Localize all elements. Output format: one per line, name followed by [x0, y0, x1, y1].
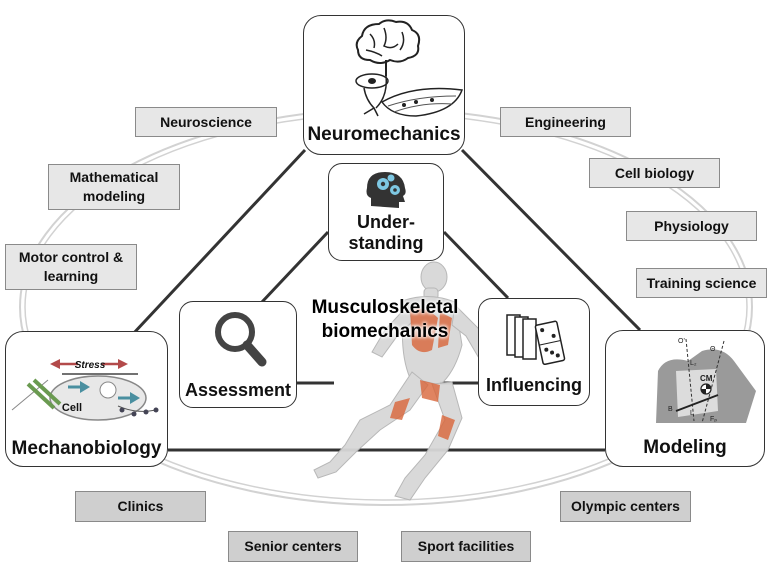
stress-label: Stress — [75, 360, 106, 371]
brain-neuron-muscle-icon — [355, 19, 464, 117]
cell-stress-icon: Stress Cell — [11, 359, 159, 421]
node-influencing: Influencing — [478, 298, 590, 406]
field-training-science-label: Training science — [646, 274, 757, 291]
setting-clinics-label: Clinics — [117, 498, 164, 515]
field-physiology: Physiology — [626, 211, 757, 241]
field-training-science: Training science — [636, 268, 767, 298]
head-gears-icon — [366, 172, 406, 208]
model-label-cm: CM — [700, 374, 713, 383]
field-cell-biology: Cell biology — [589, 158, 720, 188]
setting-senior-centers-label: Senior centers — [244, 538, 342, 555]
node-assessment-label: Assessment — [184, 380, 292, 400]
field-neuroscience: Neuroscience — [135, 107, 277, 137]
node-understanding-label: Under-standing — [348, 212, 424, 253]
setting-sport-facilities: Sport facilities — [401, 531, 531, 562]
node-influencing-label: Influencing — [486, 375, 582, 395]
model-label-o: O' — [678, 338, 685, 345]
triangle-left-edge — [130, 148, 307, 337]
node-neuromechanics-label: Neuromechanics — [307, 124, 461, 145]
node-modeling-label: Modeling — [643, 437, 727, 458]
field-motor-control: Motor control &learning — [5, 244, 137, 290]
triangle-right-edge — [460, 148, 642, 332]
field-engineering-label: Engineering — [525, 113, 606, 130]
field-engineering: Engineering — [500, 107, 631, 137]
field-physiology-label: Physiology — [654, 217, 729, 234]
field-neuroscience-label: Neuroscience — [160, 113, 252, 130]
model-label-l: L — [690, 410, 694, 417]
node-assessment: Assessment — [179, 301, 297, 408]
field-motor-control-label: Motor control &learning — [18, 249, 124, 284]
cell-label: Cell — [62, 402, 82, 414]
model-label-b: B — [668, 406, 673, 413]
connector-understanding-assessment — [260, 230, 330, 304]
model-label-theta: Θ — [710, 346, 716, 353]
connector-understanding-influencing — [442, 230, 510, 300]
node-understanding: Under-standing — [328, 163, 444, 261]
node-modeling: O' Θ L₂ CM B L Fₚ Modeling — [605, 330, 765, 467]
setting-olympic-centers-label: Olympic centers — [571, 498, 680, 515]
biomechanical-model-icon: O' Θ L₂ CM B L Fₚ — [656, 338, 756, 424]
node-neuromechanics: Neuromechanics — [303, 15, 465, 155]
setting-clinics: Clinics — [75, 491, 206, 522]
setting-sport-facilities-label: Sport facilities — [417, 538, 515, 555]
node-mechanobiology: Stress Cell Mechanobiology — [5, 331, 168, 467]
model-label-l2: L₂ — [690, 360, 697, 367]
field-cell-biology-label: Cell biology — [614, 164, 695, 181]
setting-senior-centers: Senior centers — [228, 531, 358, 562]
magnifier-icon — [215, 312, 267, 367]
setting-olympic-centers: Olympic centers — [560, 491, 691, 522]
model-label-fp: Fₚ — [710, 416, 717, 423]
node-mechanobiology-label: Mechanobiology — [11, 438, 162, 459]
runner-muscles — [390, 308, 455, 440]
dominoes-icon — [506, 314, 566, 366]
